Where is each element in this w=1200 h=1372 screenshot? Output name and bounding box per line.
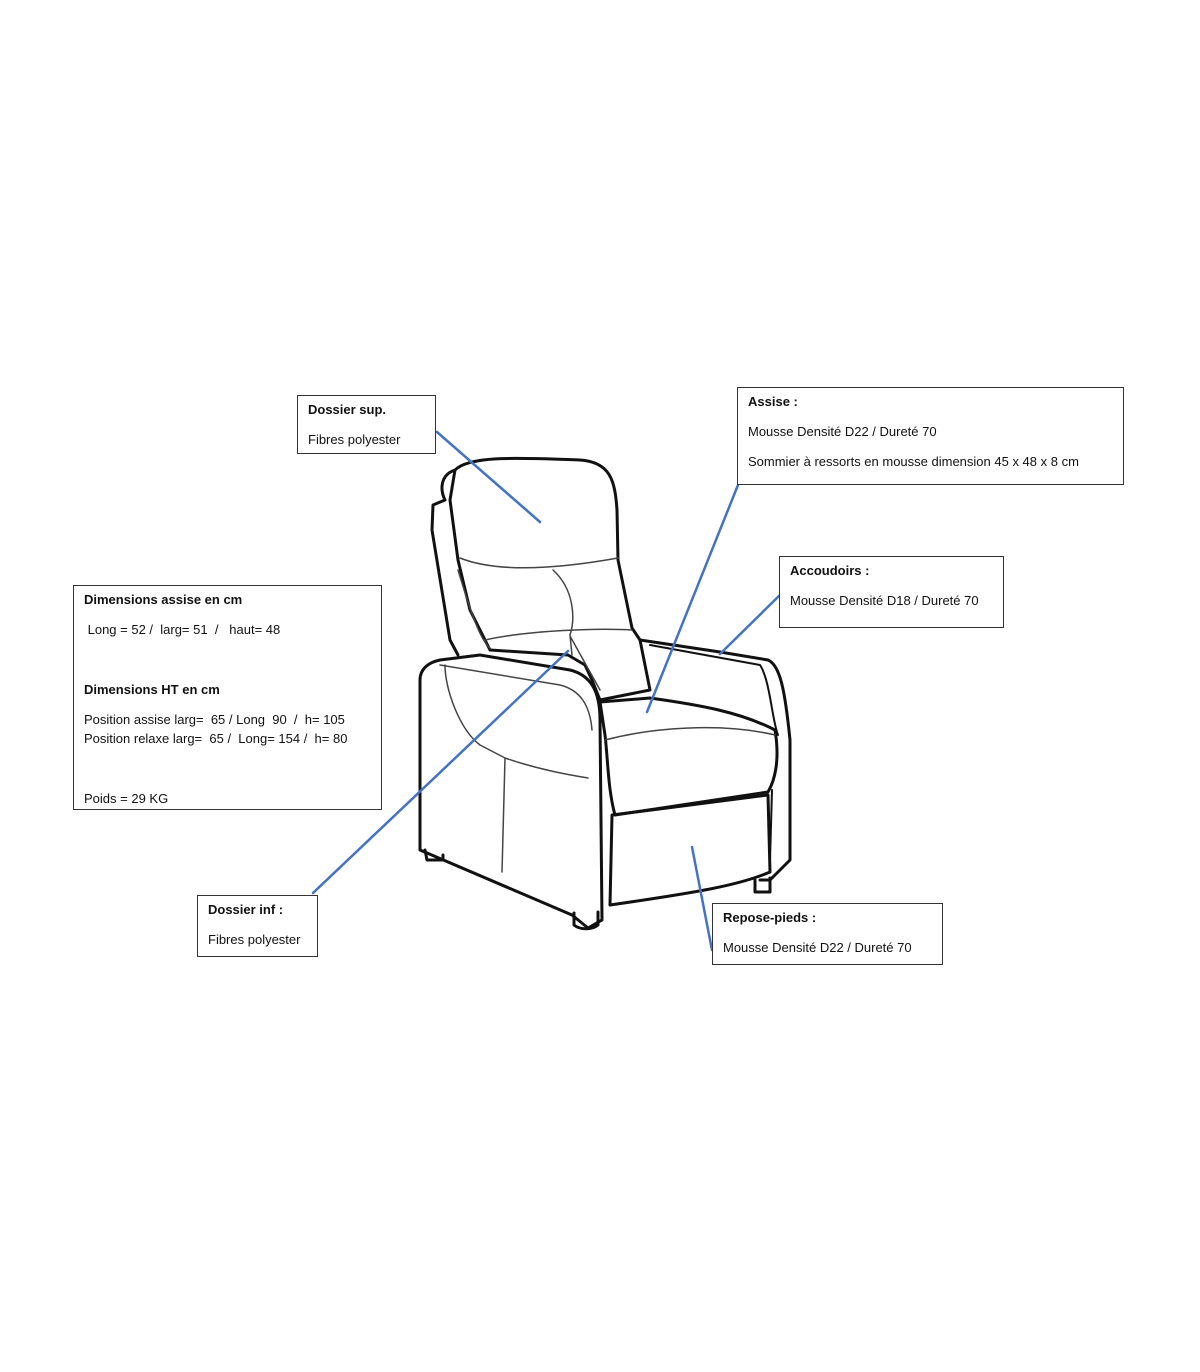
label-repose-pieds: Repose-pieds : Mousse Densité D22 / Dure… bbox=[712, 903, 943, 965]
left-arm bbox=[418, 653, 604, 930]
right-leg bbox=[753, 876, 772, 894]
backrest-seams bbox=[457, 557, 633, 691]
footrest-panel bbox=[608, 793, 772, 907]
label-assise: Assise : Mousse Densité D22 / Dureté 70 … bbox=[737, 387, 1124, 485]
position-assise-line: Position assise larg= 65 / Long 90 / h= … bbox=[84, 712, 345, 727]
dimensions-assise-line: Long = 52 / larg= 51 / haut= 48 bbox=[84, 622, 281, 637]
label-title: Dossier sup. bbox=[308, 402, 387, 417]
label-line: Mousse Densité D22 / Dureté 70 bbox=[723, 940, 912, 955]
backrest-side bbox=[430, 468, 460, 657]
leader-assise bbox=[645, 483, 740, 714]
position-relaxe-line: Position relaxe larg= 65 / Long= 154 / h… bbox=[84, 731, 348, 746]
leader-repose-pieds bbox=[690, 845, 714, 952]
poids-line: Poids = 29 KG bbox=[84, 791, 169, 806]
label-line: Fibres polyester bbox=[308, 432, 401, 447]
label-title: Assise : bbox=[748, 394, 798, 409]
label-dossier-sup: Dossier sup. Fibres polyester bbox=[297, 395, 436, 454]
label-title: Accoudoirs : bbox=[790, 563, 870, 578]
label-dimensions: Dimensions assise en cm Long = 52 / larg… bbox=[73, 585, 382, 810]
label-line: Mousse Densité D22 / Dureté 70 bbox=[748, 424, 937, 439]
label-title: Dossier inf : bbox=[208, 902, 284, 917]
backrest-outline bbox=[448, 456, 652, 702]
dimensions-ht-title: Dimensions HT en cm bbox=[84, 682, 220, 697]
label-line: Mousse Densité D18 / Dureté 70 bbox=[790, 593, 979, 608]
leader-accoudoirs bbox=[718, 591, 784, 656]
right-arm-inner bbox=[649, 644, 779, 861]
seat-cushion bbox=[598, 696, 779, 817]
label-line: Sommier à ressorts en mousse dimension 4… bbox=[748, 454, 1079, 469]
leader-dossier-inf bbox=[311, 649, 570, 895]
label-line: Fibres polyester bbox=[208, 932, 301, 947]
leader-dossier-sup bbox=[435, 430, 542, 524]
label-title: Repose-pieds : bbox=[723, 910, 817, 925]
left-arm-seams bbox=[439, 664, 593, 873]
label-accoudoirs: Accoudoirs : Mousse Densité D18 / Dureté… bbox=[779, 556, 1004, 628]
left-leg bbox=[423, 848, 600, 931]
right-arm bbox=[638, 638, 792, 882]
leader-lines bbox=[311, 430, 784, 952]
label-dossier-inf: Dossier inf : Fibres polyester bbox=[197, 895, 318, 957]
dimensions-assise-title: Dimensions assise en cm bbox=[84, 592, 243, 607]
seat-front-seam bbox=[604, 726, 776, 741]
